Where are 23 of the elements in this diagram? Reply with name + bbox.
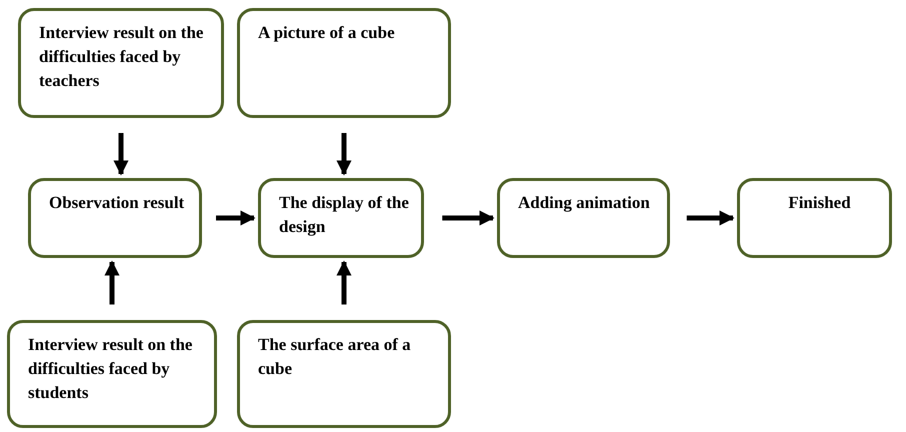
process-box <box>237 320 451 428</box>
arrow <box>114 133 128 176</box>
box-text: Finished <box>787 192 852 214</box>
process-box <box>497 178 670 258</box>
process-box <box>18 8 224 118</box>
box-text: Interview result on the difficulties faced by students <box>28 334 194 404</box>
box-text: The display of the design <box>279 192 410 238</box>
box-text: Adding animation <box>518 192 651 214</box>
arrow <box>686 210 734 226</box>
arrow <box>336 260 352 304</box>
process-box <box>258 178 424 258</box>
process-box <box>28 178 202 258</box>
arrow <box>104 260 120 304</box>
process-box <box>7 320 217 428</box>
process-box <box>237 8 451 118</box>
arrow <box>216 210 256 226</box>
arrow <box>442 210 494 226</box>
box-text: A picture of a cube <box>258 22 396 44</box>
box-text: Interview result on the difficulties faced by teachers <box>39 22 204 92</box>
arrow <box>336 133 352 176</box>
box-text: Observation result <box>49 192 186 214</box>
box-text: The surface area of a cube <box>258 334 412 380</box>
process-box <box>737 178 892 258</box>
